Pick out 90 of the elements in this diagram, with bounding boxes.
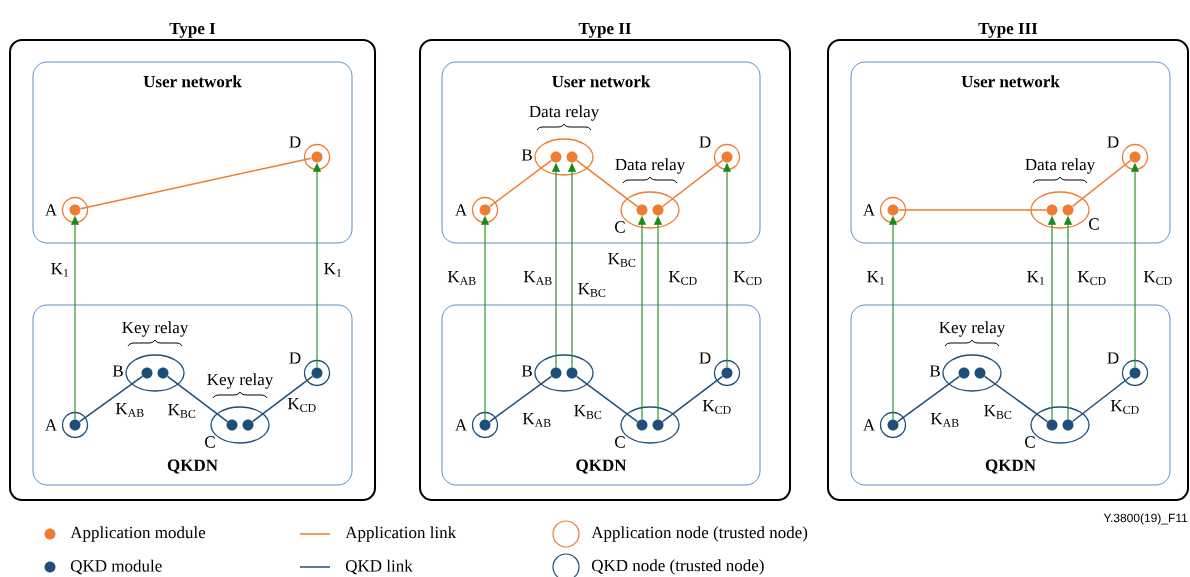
edge-label: K$_{AB}$	[446, 270, 478, 286]
node-label: Data relay	[615, 158, 686, 174]
figure-id: Y.3800(19)_F11	[1103, 513, 1188, 525]
link-line	[488, 375, 553, 423]
edge-label: K$_{AB}$	[522, 270, 554, 286]
trusted-node-ring	[879, 196, 907, 224]
edge-label: K$_{CD}$	[1142, 270, 1174, 286]
edge-label: K$_{CD}$	[667, 270, 699, 286]
edge-label: K$_{BC}$	[982, 404, 1014, 420]
legend-label: QKD node (trusted node)	[591, 559, 764, 575]
node-label: C	[205, 436, 215, 448]
node-label: B	[521, 365, 532, 377]
node-label: Type II	[578, 22, 631, 38]
edge-label: K$_{BC}$	[166, 403, 198, 419]
edge-label: K$_{BC}$	[572, 404, 604, 420]
node-label: Data relay	[1025, 158, 1096, 174]
trusted-node-ring	[303, 143, 331, 171]
edge-label: K$_{CD}$	[1076, 270, 1108, 286]
relay-node-ellipse	[534, 354, 594, 392]
trusted-node-ring	[61, 411, 89, 439]
edge-label: K$_{CD}$	[732, 270, 764, 286]
node-label: C	[1025, 436, 1035, 448]
node-label: A	[45, 419, 58, 431]
legend-label: QKD link	[345, 559, 413, 575]
link-line	[251, 375, 314, 423]
link-line	[897, 209, 1048, 211]
relay-node-ellipse	[534, 138, 594, 176]
edge-label: K$_{CD}$	[701, 399, 733, 415]
edge-label: K$_{AB}$	[521, 412, 553, 428]
edge-label: K$_{1}$	[322, 262, 344, 278]
node-label: Key relay	[122, 321, 189, 337]
edge-label: K$_{CD}$	[286, 397, 318, 413]
legend-label: QKD module	[70, 559, 162, 575]
edge-label: K$_{BC}$	[606, 252, 638, 268]
link-line	[79, 157, 313, 210]
node-label: B	[112, 365, 123, 377]
relay-node-ellipse	[125, 354, 185, 392]
link-line	[78, 375, 144, 423]
trusted-node-ring	[471, 196, 499, 224]
node-label: C	[615, 221, 625, 233]
node-label: Data relay	[529, 105, 600, 121]
edge-label: K$_{1}$	[1025, 270, 1047, 286]
relay-node-ellipse	[942, 354, 1002, 392]
node-label: A	[45, 204, 58, 216]
link-line	[575, 159, 639, 208]
node-label: B	[929, 365, 940, 377]
trusted-node-ring	[713, 143, 741, 171]
node-label: D	[699, 136, 711, 148]
node-label: A	[863, 419, 875, 431]
node-label: C	[615, 436, 625, 448]
link-line	[1071, 375, 1132, 423]
edge-label: K$_{BC}$	[576, 282, 608, 298]
trusted-node-ring	[879, 411, 907, 439]
trusted-node-ring	[1121, 143, 1149, 171]
node-label: B	[521, 149, 532, 161]
edge-label: K$_{1}$	[49, 262, 71, 278]
link-line	[896, 375, 961, 423]
node-label: Key relay	[207, 373, 274, 389]
link-line	[166, 375, 229, 423]
edge-label: K$_{AB}$	[114, 402, 146, 418]
node-label: D	[289, 136, 301, 148]
node-label: A	[455, 419, 468, 431]
trusted-node-ring	[303, 359, 331, 387]
trusted-node-ring	[713, 359, 741, 387]
node-label: Key relay	[939, 321, 1006, 337]
link-line	[575, 375, 639, 423]
legend-label: Application link	[345, 526, 457, 542]
link-line	[488, 159, 553, 208]
link-line	[661, 375, 724, 423]
trusted-node-ring	[471, 411, 499, 439]
node-label: D	[699, 352, 711, 364]
relay-node-ellipse	[1030, 191, 1090, 229]
edge-label: K$_{1}$	[865, 270, 887, 286]
node-label: D	[289, 352, 301, 364]
edge-label: K$_{AB}$	[929, 412, 961, 428]
link-line	[1071, 159, 1132, 208]
legend-label: Application node (trusted node)	[591, 526, 808, 542]
node-label: D	[1107, 136, 1119, 148]
node-label: D	[1107, 352, 1119, 364]
link-line	[983, 375, 1049, 423]
trusted-node-ring	[61, 196, 89, 224]
link-line	[661, 159, 724, 208]
node-label: A	[455, 204, 468, 216]
trusted-node-ring	[1121, 359, 1149, 387]
legend-label: Application module	[70, 526, 206, 542]
node-label: Type I	[169, 22, 216, 38]
edge-label: K$_{CD}$	[1109, 399, 1141, 415]
node-label: C	[1089, 218, 1099, 230]
node-label: A	[863, 204, 875, 216]
node-label: Type III	[978, 22, 1038, 38]
